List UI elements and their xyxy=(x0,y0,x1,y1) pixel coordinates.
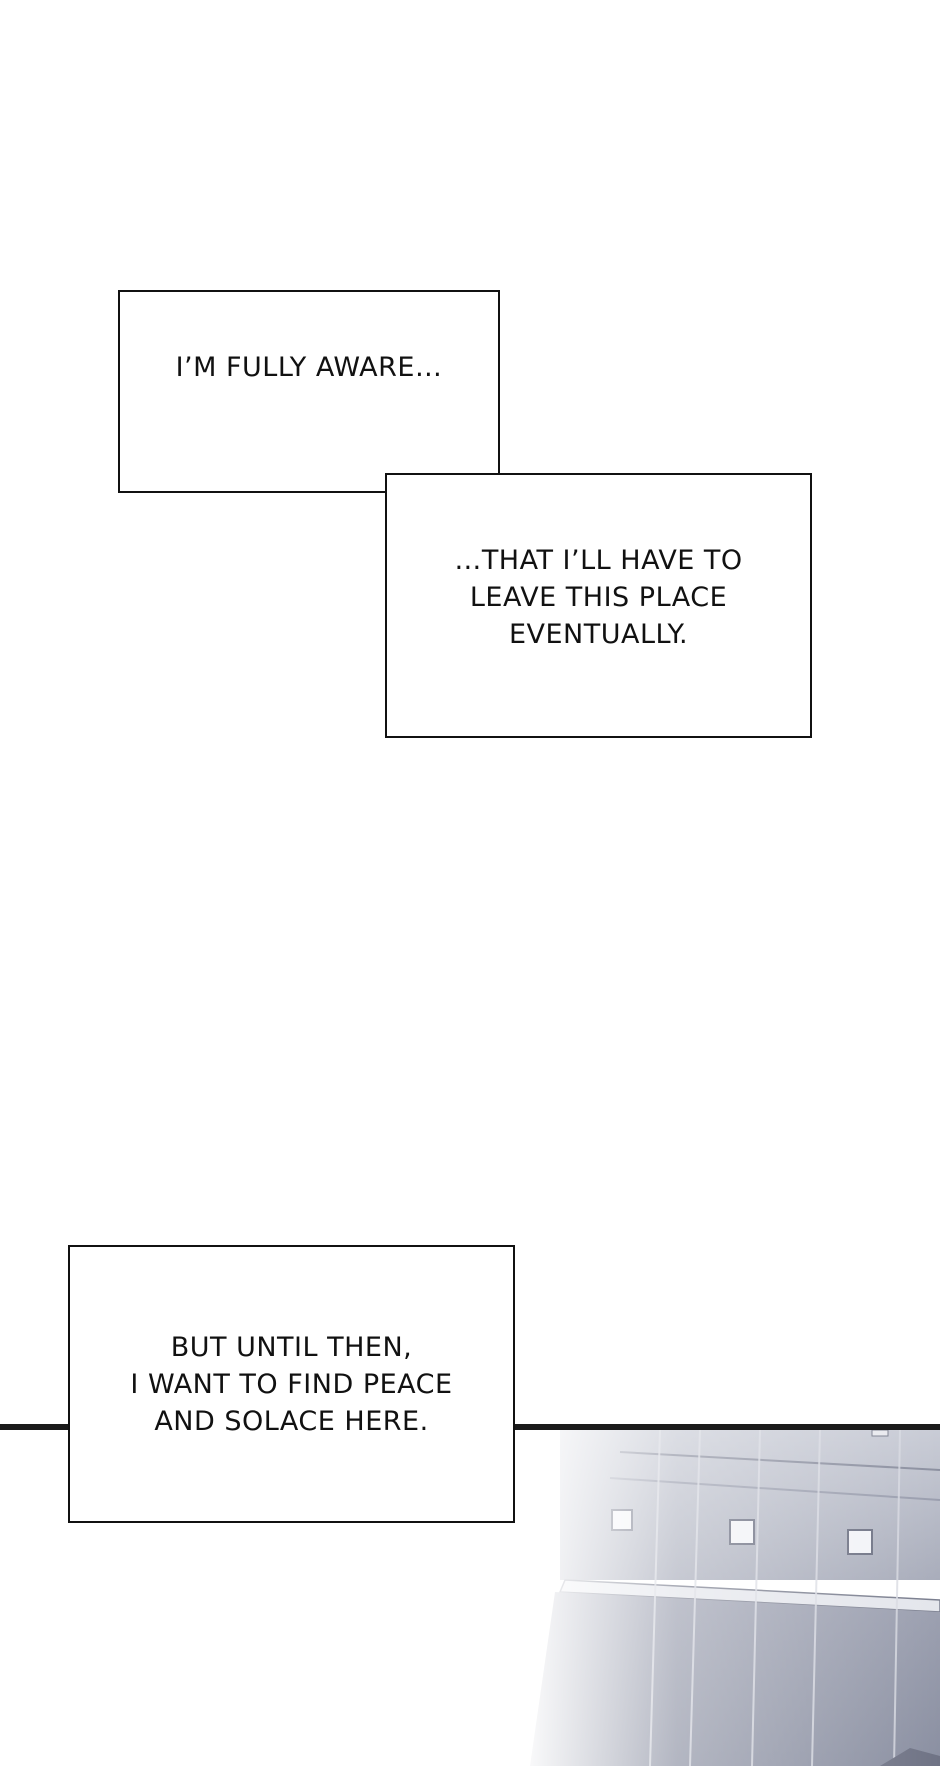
building-illustration xyxy=(0,1430,940,1766)
caption-text-3: BUT UNTIL THEN, I WANT TO FIND PEACE AND… xyxy=(130,1331,453,1437)
caption-box-1: I’M FULLY AWARE… xyxy=(118,290,500,493)
caption-text-1: I’M FULLY AWARE… xyxy=(175,352,443,383)
caption-text-2: …THAT I’LL HAVE TO LEAVE THIS PLACE EVEN… xyxy=(454,545,743,650)
caption-join xyxy=(387,475,498,493)
caption-box-2: …THAT I’LL HAVE TO LEAVE THIS PLACE EVEN… xyxy=(385,473,812,738)
caption-box-3: BUT UNTIL THEN, I WANT TO FIND PEACE AND… xyxy=(68,1245,515,1523)
